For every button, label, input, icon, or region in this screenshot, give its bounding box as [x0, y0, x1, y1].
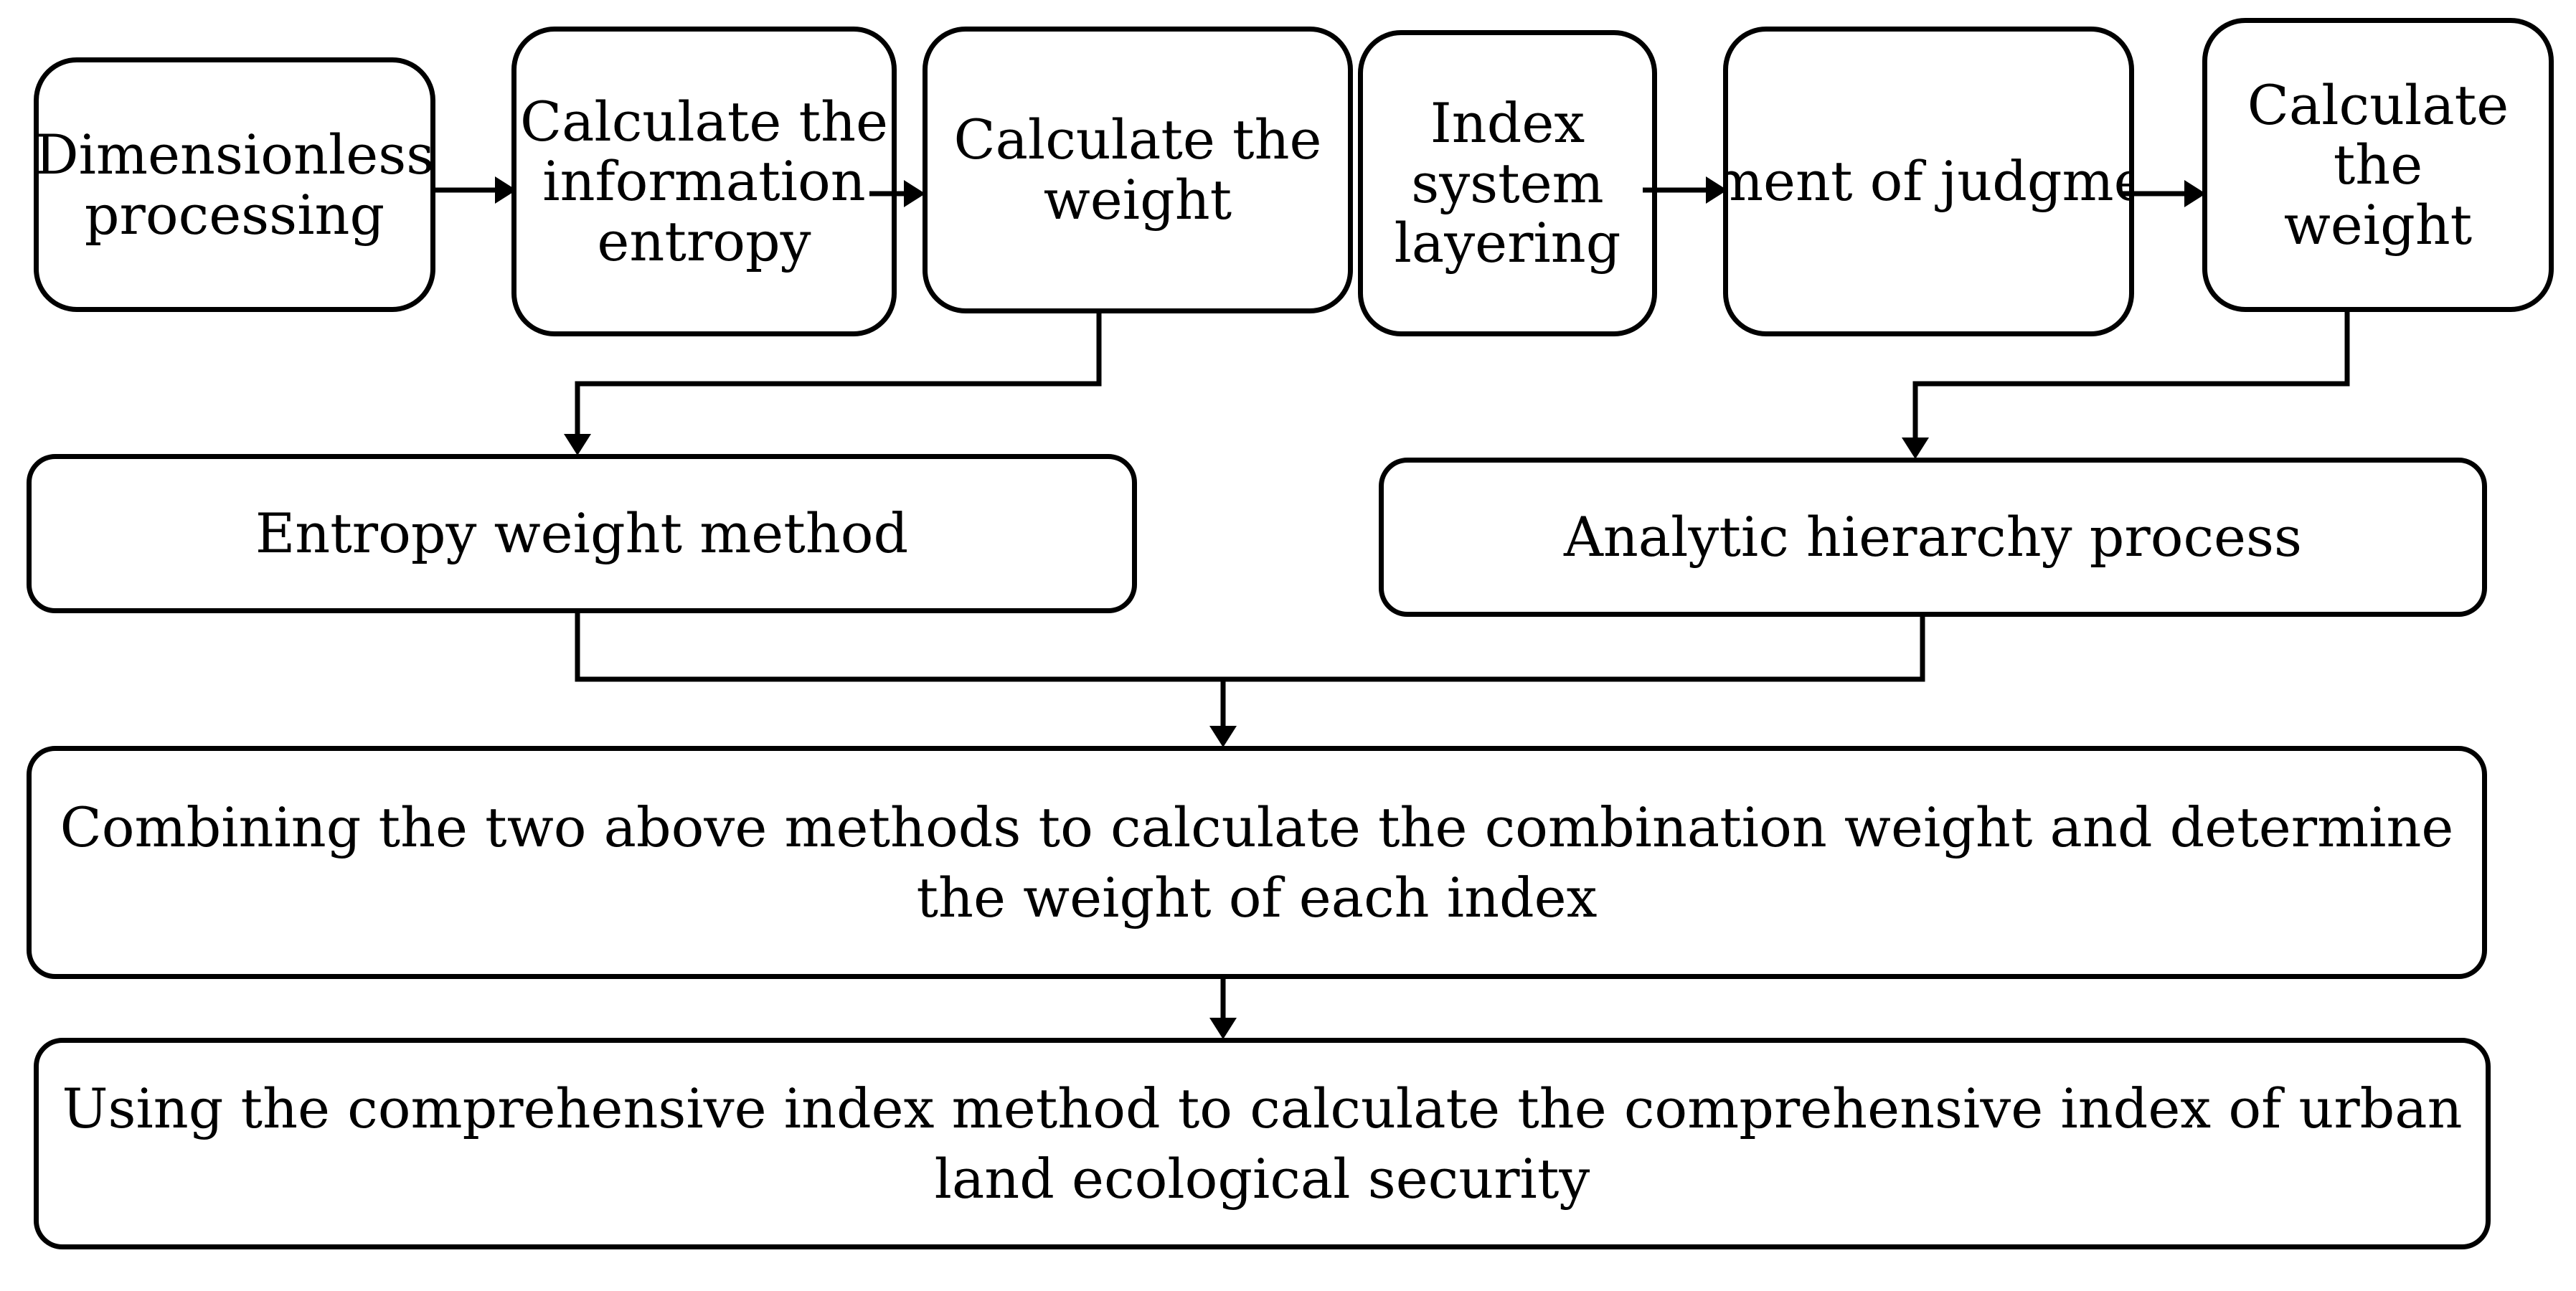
analytic-hierarchy-process-box: Analytic hierarchy process: [1379, 458, 2487, 617]
arrowhead-3: [1706, 176, 1727, 204]
step-ahp-weight: Calculate the weight: [2202, 18, 2554, 312]
step-judgment-matrix-label: Establishment of judgment matrix: [1723, 149, 2129, 214]
arrowhead-2: [904, 180, 925, 207]
step-index-system-layering: Index system layering: [1358, 30, 1657, 336]
combination-weight-box: Combining the two above methods to calcu…: [27, 746, 2487, 979]
step-dimensionless-processing: Dimensionless processing: [34, 57, 435, 312]
comprehensive-index-label: Using the comprehensive index method to …: [62, 1077, 2463, 1211]
entropy-weight-method-box: Entropy weight method: [27, 454, 1137, 613]
arrowhead-1: [495, 176, 516, 204]
step-dimensionless-processing-label: Dimensionless processing: [34, 122, 435, 247]
arrowhead-6: [1902, 438, 1929, 459]
step-information-entropy-label: Calculate the information entropy: [519, 89, 889, 273]
step-entropy-weight: Calculate the weight: [923, 27, 1353, 313]
step-index-system-layering-label: Index system layering: [1394, 91, 1621, 275]
comprehensive-index-box: Using the comprehensive index method to …: [34, 1038, 2491, 1249]
arrowhead-5: [564, 434, 591, 455]
connector-ahp-weight-to-method: [1912, 312, 2350, 448]
connector-entropy-weight-to-method: [575, 313, 1102, 445]
step-judgment-matrix: Establishment of judgment matrix: [1723, 27, 2134, 336]
arrowhead-8: [1209, 1018, 1237, 1039]
combination-weight-label: Combining the two above methods to calcu…: [60, 795, 2454, 930]
connector-methods-merge: [575, 613, 1925, 682]
arrowhead-4: [2184, 180, 2206, 207]
step-information-entropy: Calculate the information entropy: [511, 27, 897, 336]
arrowhead-7: [1209, 726, 1237, 747]
step-entropy-weight-label: Calculate the weight: [953, 108, 1322, 232]
analytic-hierarchy-process-label: Analytic hierarchy process: [1563, 505, 2303, 569]
entropy-weight-method-label: Entropy weight method: [255, 501, 909, 566]
step-ahp-weight-label: Calculate the weight: [2247, 72, 2509, 257]
